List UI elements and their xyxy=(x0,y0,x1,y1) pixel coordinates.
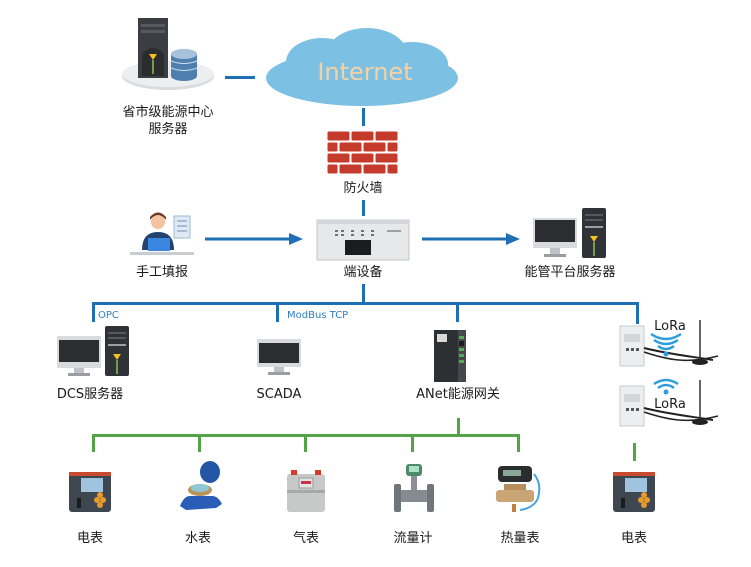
gas-meter-icon xyxy=(287,470,325,512)
provincial-server-label-2: 服务器 xyxy=(148,122,188,137)
lora-module-icon xyxy=(619,378,719,427)
drop-lora xyxy=(636,302,639,324)
arrow-manual-to-device xyxy=(205,233,303,245)
lora-module-icon xyxy=(619,320,719,367)
desktop-tower-icon xyxy=(57,326,129,376)
server-database-icon xyxy=(122,18,214,90)
blue-bus xyxy=(92,302,638,305)
internet-label: Internet xyxy=(317,58,413,86)
rack-device-icon xyxy=(316,219,410,261)
dcs-label: DCS服务器 xyxy=(56,387,124,402)
line-internet-firewall xyxy=(362,108,365,126)
manual-entry-label: 手工填报 xyxy=(135,265,188,280)
meter-label-2: 水表 xyxy=(184,531,211,546)
drop-meter-4 xyxy=(411,434,414,452)
person-laptop-icon xyxy=(130,212,194,255)
gateway-device-icon xyxy=(434,330,466,382)
power-meter-icon xyxy=(613,472,655,512)
heat-meter-icon xyxy=(496,466,541,512)
firewall-brick-icon xyxy=(326,130,399,175)
drop-gateway xyxy=(456,302,459,322)
power-meter-icon xyxy=(69,472,111,512)
lora-label-1: LoRa xyxy=(654,319,686,334)
flow-meter-icon xyxy=(394,464,434,512)
end-device-label: 端设备 xyxy=(343,265,383,280)
drop-meter-1 xyxy=(92,434,95,452)
drop-scada xyxy=(276,302,279,322)
drop-meter-5 xyxy=(517,434,520,452)
line-server-internet xyxy=(225,76,255,79)
desktop-tower-icon xyxy=(533,208,606,258)
line-device-bus xyxy=(362,284,365,304)
meter-label-3: 气表 xyxy=(292,531,319,546)
monitor-icon xyxy=(257,339,301,375)
drop-dcs xyxy=(92,302,95,322)
gateway-label: ANet能源网关 xyxy=(416,387,500,402)
meter-label-4: 流量计 xyxy=(393,531,433,546)
lora-meter-label: 电表 xyxy=(620,531,647,546)
water-meter-icon xyxy=(180,461,222,510)
meter-label-5: 热量表 xyxy=(500,531,540,546)
arrow-device-to-platform xyxy=(422,233,520,245)
line-gateway-green xyxy=(457,418,460,436)
firewall-label: 防火墙 xyxy=(343,181,383,196)
line-firewall-device xyxy=(362,200,365,216)
meter-label-1: 电表 xyxy=(76,531,103,546)
cloud-icon xyxy=(266,28,458,106)
provincial-server-label-1: 省市级能源中心 xyxy=(122,105,214,120)
drop-meter-3 xyxy=(304,434,307,452)
line-lora-meter xyxy=(633,443,636,461)
protocol-modbus-tcp: ModBus TCP xyxy=(287,310,349,321)
protocol-opc: OPC xyxy=(98,310,119,321)
drop-meter-2 xyxy=(198,434,201,452)
scada-label: SCADA xyxy=(256,387,302,402)
lora-label-2: LoRa xyxy=(654,397,686,412)
platform-server-label: 能管平台服务器 xyxy=(524,265,616,280)
